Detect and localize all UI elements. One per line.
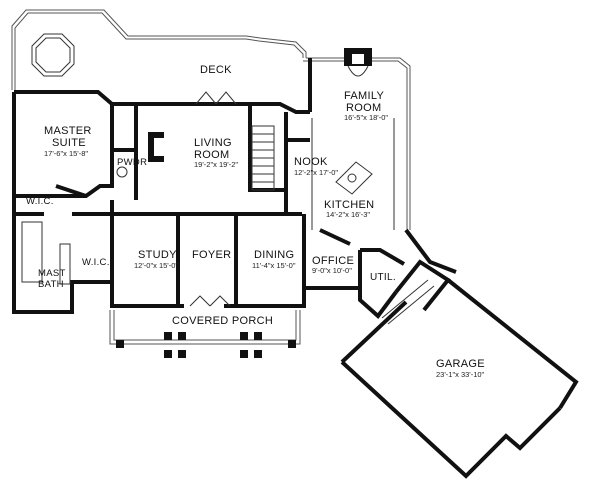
study-label: STUDY bbox=[138, 249, 177, 261]
exterior-walls bbox=[12, 58, 579, 479]
mast-bath-label-line2: BATH bbox=[38, 279, 64, 290]
util-label: UTIL. bbox=[370, 272, 396, 283]
living-fireplace-icon bbox=[148, 132, 164, 162]
foyer-label: FOYER bbox=[192, 249, 231, 261]
family-room-label-line2: ROOM bbox=[346, 102, 381, 114]
deck-fireplace-icon bbox=[344, 48, 372, 77]
wic-bottom-label: W.I.C. bbox=[82, 257, 110, 268]
office-label: OFFICE bbox=[312, 255, 354, 267]
bath-fixtures bbox=[21, 166, 128, 285]
dining-label: DINING bbox=[254, 249, 294, 261]
living-room-label-line2: ROOM bbox=[194, 149, 229, 161]
living-room-label-line1: LIVING bbox=[194, 137, 232, 149]
kitchen-dims: 14'-2"x 16'-3" bbox=[326, 210, 370, 219]
kitchen-label: KITCHEN bbox=[324, 199, 374, 211]
family-room-label-line1: FAMILY bbox=[344, 90, 384, 102]
doors bbox=[189, 91, 237, 307]
master-suite-dims: 17'-6"x 15'-8" bbox=[44, 149, 88, 158]
stairs bbox=[251, 125, 275, 191]
deck-label: DECK bbox=[200, 64, 232, 76]
family-room-dims: 16'-5"x 18'-0" bbox=[344, 113, 388, 122]
garage-stairs bbox=[381, 279, 435, 325]
dining-dims: 11'-4"x 15'-0" bbox=[252, 261, 296, 270]
garage-label: GARAGE bbox=[436, 358, 485, 370]
study-dims: 12'-0"x 15'-0" bbox=[134, 261, 178, 270]
hot-tub bbox=[31, 33, 75, 77]
mast-bath-label-line1: MAST bbox=[38, 268, 66, 279]
covered-porch-label: COVERED PORCH bbox=[172, 315, 273, 327]
pwdr-label: PWDR bbox=[117, 157, 147, 168]
covered-porch bbox=[109, 310, 301, 358]
wic-top-label: W.I.C. bbox=[26, 196, 54, 207]
master-suite-label-line2: SUITE bbox=[52, 137, 86, 149]
kitchen-island bbox=[311, 118, 395, 230]
living-room-dims: 19'-2"x 19'-2" bbox=[194, 160, 238, 169]
master-suite-label-line1: MASTER bbox=[44, 125, 92, 137]
office-dims: 9'-0"x 10'-0" bbox=[312, 266, 352, 275]
nook-dims: 12'-2"x 17'-0" bbox=[294, 168, 338, 177]
nook-label: NOOK bbox=[294, 156, 328, 168]
garage-dims: 23'-1"x 33'-10" bbox=[436, 370, 485, 379]
